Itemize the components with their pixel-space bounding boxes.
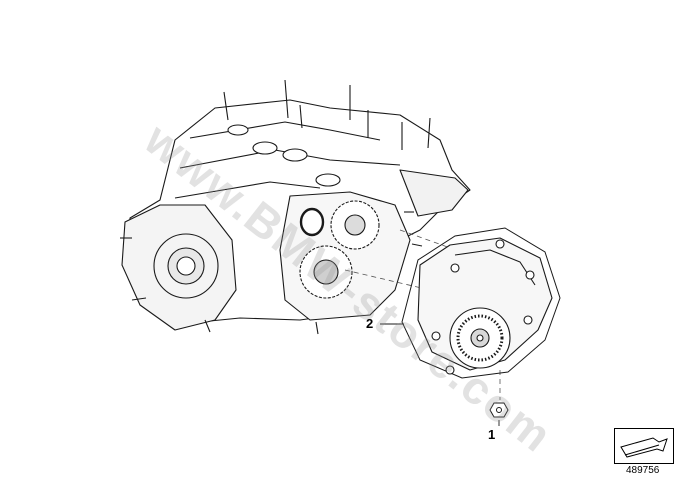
bolt [131,297,147,301]
bore [252,141,278,155]
alignment-lines [344,229,501,400]
pump-cover-assembly [417,237,553,375]
bore [282,148,308,162]
stud [299,104,303,129]
lower-gear-hub [313,259,339,285]
seal-ring [299,207,325,237]
arrow-badge-icon [614,428,674,464]
callout-part-2: 2 [366,316,374,331]
mount-bolt [495,239,505,249]
upper-gear-hub [344,214,366,236]
bolt [315,321,319,335]
pulley-ring [456,314,504,362]
diagram-number: 489756 [626,465,660,476]
top-rib-3 [174,181,321,199]
right-shoulder [399,169,469,217]
nut-part [489,402,509,418]
stud [427,117,431,149]
callout-part-1: 1 [488,427,496,442]
bore [227,124,249,136]
mount-bolt [525,270,535,280]
mount-bolt [523,315,533,325]
stud [223,91,229,121]
bore [315,173,341,187]
pulley-bolt [476,334,484,342]
left-bearing-inner [176,256,196,276]
mount-bolt [431,331,441,341]
leader-lines [380,323,500,426]
bolt [204,319,211,333]
crankcase-assembly [120,79,471,335]
bolt [411,243,423,247]
left-cover-ring [153,233,219,299]
mount-bolt [445,365,455,375]
mount-bolt [450,263,460,273]
nut-hole [496,407,502,413]
stud [284,79,289,119]
